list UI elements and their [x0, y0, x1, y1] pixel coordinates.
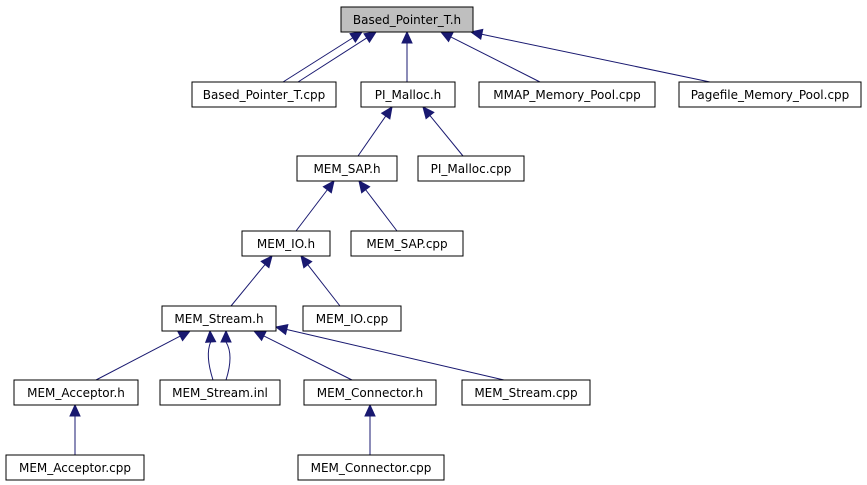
arrowhead-icon: [363, 31, 378, 44]
arrowhead-icon: [220, 329, 232, 343]
node-pi-malloc-h[interactable]: PI_Malloc.h: [360, 81, 456, 108]
node-based-pointer-t-h[interactable]: Based_Pointer_T.h: [340, 6, 474, 33]
edge-pagefile_memory_pool_cpp-to-based_pointer_t_h: [481, 33, 711, 83]
arrowhead-icon: [274, 323, 289, 336]
arrowhead-icon: [260, 255, 273, 269]
edge-based_pointer_t_cpp-to-based_pointer_t_h: [282, 37, 353, 83]
edge-mem_io_h-to-mem_sap_h: [295, 189, 328, 232]
arrowhead-icon: [401, 30, 413, 44]
node-label: PI_Malloc.h: [375, 88, 442, 102]
node-label: MEM_Stream.inl: [172, 386, 268, 400]
node-label: MMAP_Memory_Pool.cpp: [493, 88, 640, 102]
node-mem-stream-cpp[interactable]: MEM_Stream.cpp: [461, 379, 591, 406]
arrowhead-icon: [177, 330, 192, 342]
node-mem-sap-h[interactable]: MEM_SAP.h: [296, 155, 398, 182]
node-label: MEM_Stream.h: [174, 312, 263, 326]
arrowhead-icon: [469, 28, 484, 41]
node-mmap-memory-pool-cpp[interactable]: MMAP_Memory_Pool.cpp: [478, 81, 656, 108]
node-pi-malloc-cpp[interactable]: PI_Malloc.cpp: [417, 155, 525, 182]
arrowhead-icon: [252, 330, 267, 342]
edge-mem_sap_h-to-pi_malloc_h: [357, 115, 387, 157]
node-label: MEM_Connector.cpp: [311, 461, 432, 475]
node-mem-acceptor-h[interactable]: MEM_Acceptor.h: [13, 379, 139, 406]
node-based-pointer-t-cpp[interactable]: Based_Pointer_T.cpp: [191, 81, 337, 108]
edge-mem_stream_inl-to-mem_stream_h: [207, 341, 214, 381]
edge-mem_stream_inl-to-mem_stream_h: [225, 341, 231, 381]
edge-pi_malloc_cpp-to-pi_malloc_h: [429, 115, 464, 157]
edge-based_pointer_t_cpp-to-based_pointer_t_h: [297, 37, 368, 83]
node-mem-io-h[interactable]: MEM_IO.h: [241, 230, 331, 257]
node-label: Based_Pointer_T.cpp: [203, 88, 326, 102]
node-mem-stream-inl[interactable]: MEM_Stream.inl: [159, 379, 281, 406]
node-label: Pagefile_Memory_Pool.cpp: [691, 88, 850, 102]
edge-mem_sap_cpp-to-mem_sap_h: [365, 189, 398, 232]
edge-mem_stream_h-to-mem_io_h: [230, 264, 266, 307]
arrowhead-icon: [380, 106, 393, 120]
node-label: MEM_Stream.cpp: [474, 386, 577, 400]
node-mem-acceptor-cpp[interactable]: MEM_Acceptor.cpp: [5, 454, 145, 481]
node-mem-sap-cpp[interactable]: MEM_SAP.cpp: [350, 230, 464, 257]
node-label: MEM_SAP.cpp: [366, 237, 447, 251]
node-mem-connector-h[interactable]: MEM_Connector.h: [303, 379, 437, 406]
node-label: MEM_SAP.h: [313, 162, 380, 176]
edge-mem_connector_h-to-mem_stream_h: [263, 335, 353, 381]
arrowhead-icon: [204, 329, 217, 343]
arrowhead-icon: [439, 31, 454, 43]
node-mem-connector-cpp[interactable]: MEM_Connector.cpp: [297, 454, 445, 481]
node-label: MEM_IO.h: [257, 237, 315, 251]
node-pagefile-memory-pool-cpp[interactable]: Pagefile_Memory_Pool.cpp: [678, 81, 862, 108]
graph-edges: [69, 28, 711, 455]
edge-mem_stream_cpp-to-mem_stream_h: [286, 329, 505, 381]
node-label: MEM_Connector.h: [317, 386, 424, 400]
node-label: MEM_Acceptor.h: [27, 386, 125, 400]
arrowhead-icon: [349, 31, 364, 44]
arrowhead-icon: [300, 255, 313, 269]
edge-mmap_memory_pool_cpp-to-based_pointer_t_h: [450, 36, 541, 83]
node-label: MEM_Acceptor.cpp: [19, 461, 131, 475]
arrowhead-icon: [358, 180, 371, 194]
node-label: Based_Pointer_T.h: [353, 13, 461, 27]
arrowhead-icon: [69, 403, 81, 417]
arrowhead-icon: [364, 403, 376, 417]
node-label: MEM_IO.cpp: [316, 312, 388, 326]
edge-mem_io_cpp-to-mem_io_h: [307, 264, 341, 307]
node-label: PI_Malloc.cpp: [431, 162, 512, 176]
arrowhead-icon: [322, 180, 335, 194]
edge-mem_acceptor_h-to-mem_stream_h: [95, 335, 181, 381]
node-mem-stream-h[interactable]: MEM_Stream.h: [161, 305, 277, 332]
arrowhead-icon: [422, 106, 435, 120]
node-mem-io-cpp[interactable]: MEM_IO.cpp: [302, 305, 402, 332]
